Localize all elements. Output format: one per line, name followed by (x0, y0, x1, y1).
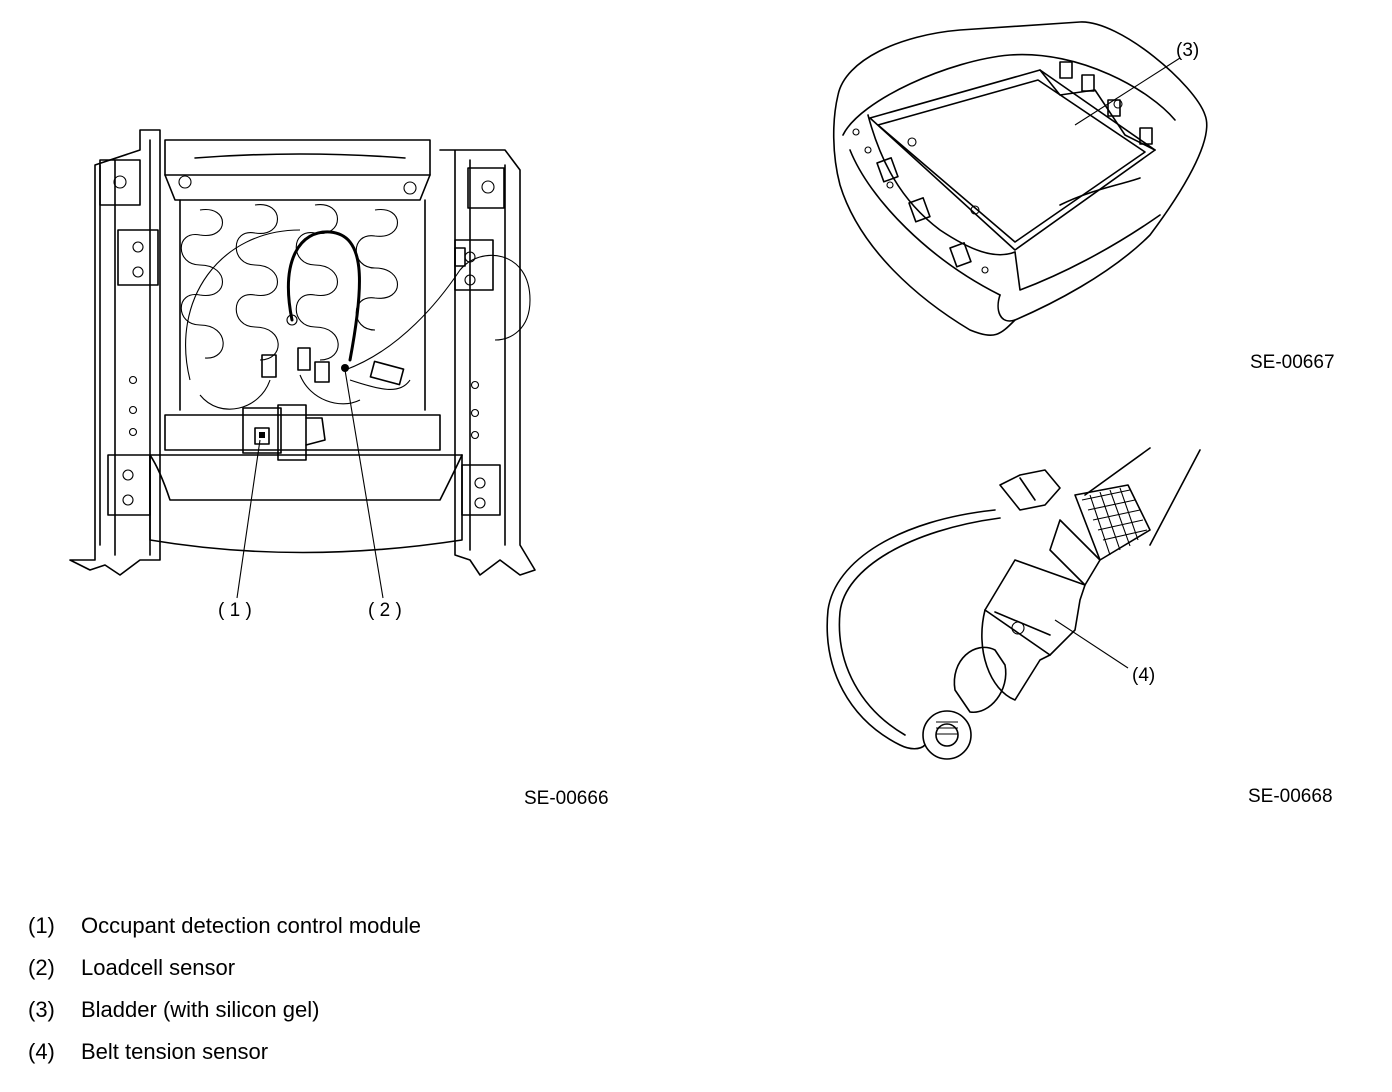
callout-4: (4) (1132, 665, 1156, 686)
legend-label: Occupant detection control module (81, 913, 421, 938)
legend-item: (4) Belt tension sensor (28, 1031, 421, 1073)
figure-code-1: SE-00666 (524, 788, 609, 809)
legend-label: Bladder (with silicon gel) (81, 997, 320, 1022)
legend-number: (3) (28, 997, 55, 1022)
bladder-cushion-drawing (832, 21, 1208, 336)
legend-number: (2) (28, 955, 55, 980)
legend-item: (2) Loadcell sensor (28, 947, 421, 989)
callout-2: ( 2 ) (368, 600, 402, 621)
figure-code-3: SE-00668 (1248, 786, 1333, 807)
seat-frame-drawing (69, 129, 536, 599)
figure-code-2: SE-00667 (1250, 352, 1335, 373)
legend-item: (1) Occupant detection control module (28, 905, 421, 947)
legend-number: (1) (28, 913, 55, 938)
legend-label: Loadcell sensor (81, 955, 236, 980)
callout-1: ( 1 ) (218, 600, 252, 621)
legend-label: Belt tension sensor (81, 1039, 269, 1064)
legend: (1) Occupant detection control module (2… (28, 905, 421, 1073)
legend-number: (4) (28, 1039, 55, 1064)
callout-3: (3) (1176, 40, 1200, 61)
legend-item: (3) Bladder (with silicon gel) (28, 989, 421, 1031)
belt-tension-sensor-drawing (826, 447, 1201, 760)
